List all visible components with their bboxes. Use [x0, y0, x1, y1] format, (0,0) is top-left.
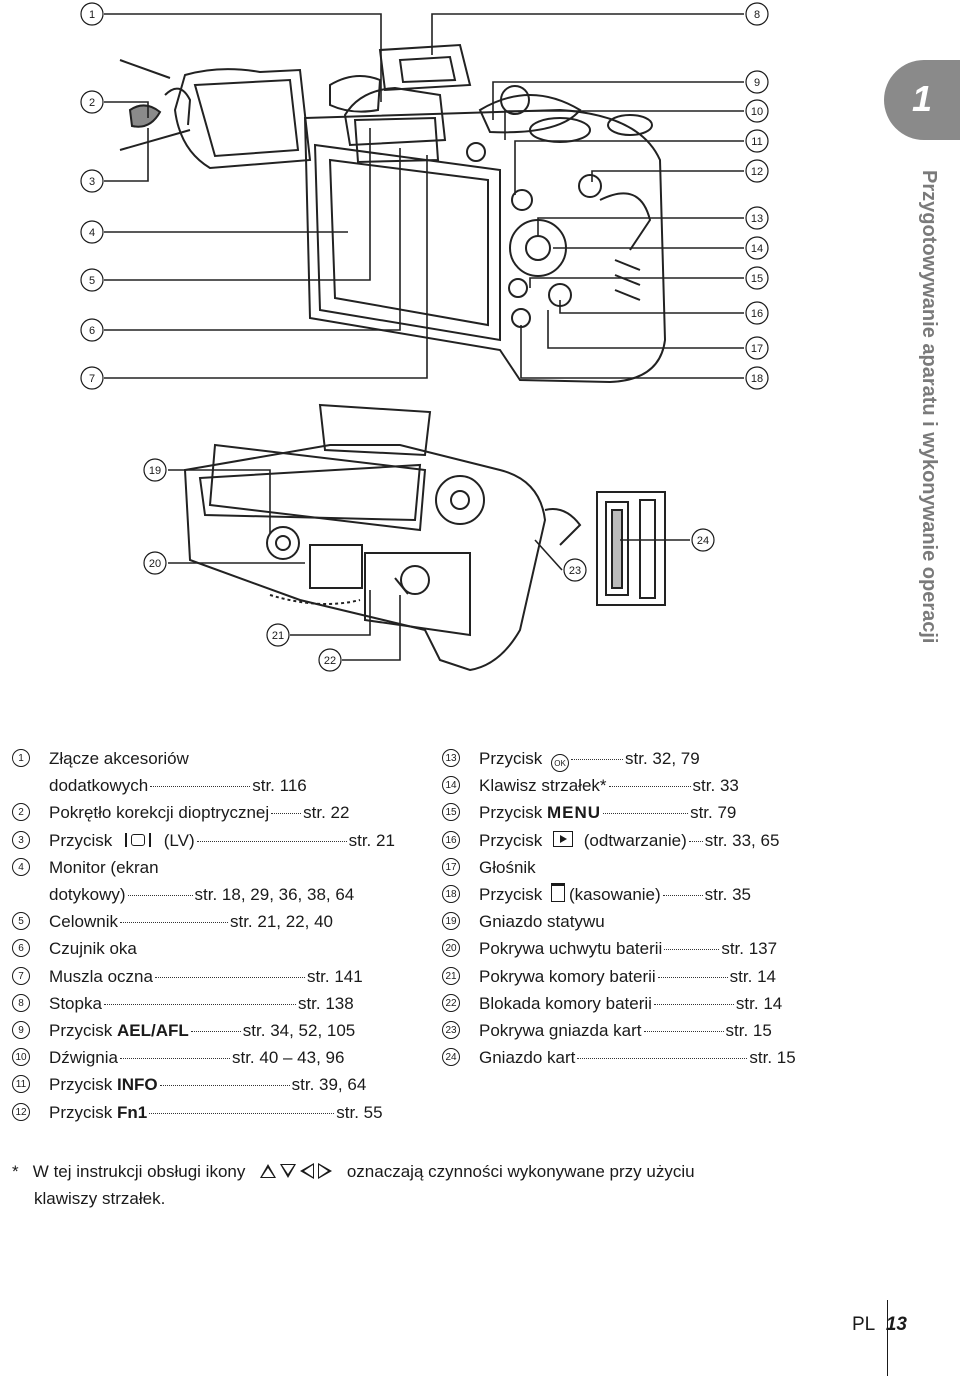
callout-24: 24: [697, 535, 709, 547]
camera-back-view: [303, 43, 667, 384]
footnote: * W tej instrukcji obsługi ikony oznacza…: [12, 1162, 695, 1208]
callout-22: 22: [324, 655, 336, 667]
trash-icon: [551, 883, 566, 903]
page-divider: [887, 1300, 888, 1376]
callout-14: 14: [751, 243, 763, 255]
callout-18: 18: [751, 373, 763, 385]
callout-19: 19: [149, 465, 161, 477]
page-number: PL 13: [852, 1314, 907, 1335]
callout-2: 2: [89, 97, 95, 109]
callout-16: 16: [751, 308, 763, 320]
callout-13: 13: [751, 213, 763, 225]
arrow-keys-icon: [256, 1163, 336, 1179]
camera-bottom-view: [183, 403, 547, 672]
chapter-number: 1: [912, 78, 933, 119]
callout-circles: 1 2 3 4 5 6 7 8 9 10 11 12 13 14 15 16 1…: [80, 2, 769, 672]
eyepiece-inset: [119, 59, 312, 170]
callout-4: 4: [89, 227, 95, 239]
list-item: dotykowy)str. 18, 29, 36, 38, 64: [49, 885, 355, 905]
callout-15: 15: [751, 273, 763, 285]
callout-9: 9: [754, 77, 760, 89]
callout-10: 10: [751, 106, 763, 118]
card-slot-inset: [544, 491, 666, 606]
callout-17: 17: [751, 343, 763, 355]
callout-12: 12: [751, 166, 763, 178]
chapter-tab: 1: [884, 60, 960, 140]
callout-5: 5: [89, 275, 95, 287]
callout-21: 21: [272, 630, 284, 642]
chapter-title: Przygotowywanie aparatu i wykonywanie op…: [918, 170, 940, 644]
lv-button-icon: [125, 832, 152, 847]
callout-7: 7: [89, 373, 95, 385]
callout-23: 23: [569, 565, 581, 577]
callout-6: 6: [89, 325, 95, 337]
play-icon: [553, 830, 574, 847]
callout-8: 8: [754, 9, 760, 21]
callout-20: 20: [149, 558, 161, 570]
ok-icon: OK: [551, 754, 570, 772]
camera-diagram: 1 2 3 4 5 6 7 8 9 10 11 12 13 14 15 16 1…: [80, 2, 769, 672]
callout-1: 1: [89, 9, 95, 21]
callout-11: 11: [751, 136, 762, 148]
callout-3: 3: [89, 176, 95, 188]
